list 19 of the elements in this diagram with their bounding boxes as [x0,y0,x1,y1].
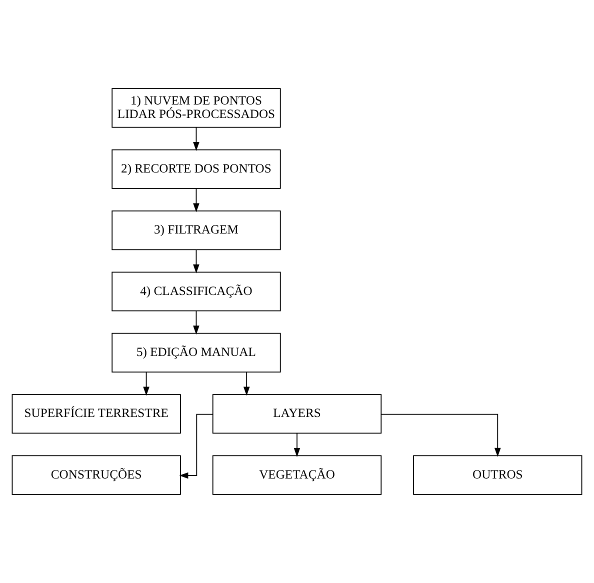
arrow [193,249,200,274]
arrow [243,372,250,396]
arrow [179,414,214,479]
node-box: SUPERFÍCIE TERRESTRE [12,394,181,434]
node-box: VEGETAÇÃO [212,455,382,495]
node-box: 2) RECORTE DOS PONTOS [112,149,281,189]
arrow [193,188,200,212]
node-box: 5) EDIÇÃO MANUAL [112,332,281,372]
node-box: OUTROS [413,455,582,495]
node-box: 1) NUVEM DE PONTOS LIDAR PÓS-PROCESSADOS [112,88,281,128]
arrow [143,372,150,396]
node-box: LAYERS [212,394,382,434]
arrow [193,310,200,335]
node-box: 4) CLASSIFICAÇÃO [112,272,281,312]
node-box: 3) FILTRAGEM [112,210,281,250]
arrow [380,414,501,457]
arrow [294,432,300,457]
arrow [193,126,200,152]
node-box: CONSTRUÇÕES [12,455,181,495]
